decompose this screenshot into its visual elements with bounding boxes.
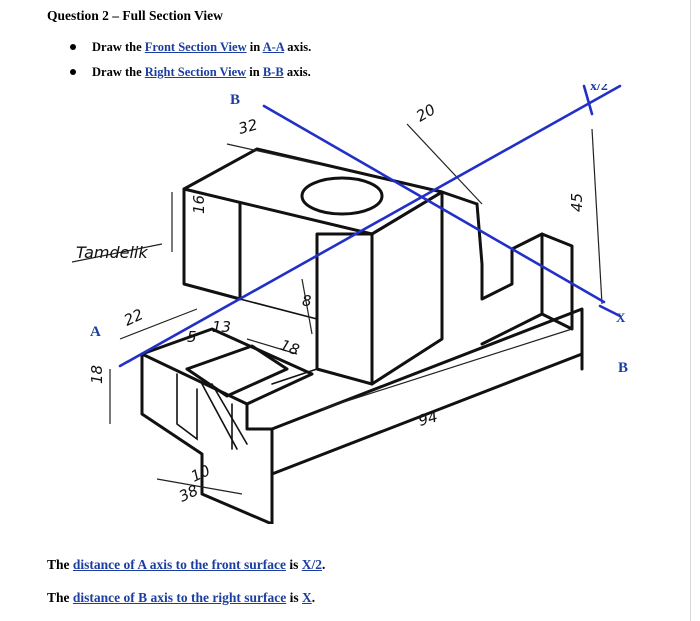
bullet-icon — [70, 69, 76, 75]
dim-22: 22 — [121, 305, 146, 329]
distance-b-link[interactable]: distance of B axis to the right surface — [72, 590, 287, 605]
footer-prefix: The — [47, 590, 73, 605]
axis-b-right-label: B — [618, 360, 628, 376]
footer-prefix: The — [47, 557, 73, 572]
instruction-item: Draw the Right Section View in B-B axis. — [66, 63, 311, 88]
axis-b-top-label: B — [230, 92, 240, 108]
footer-line-b: The distance of B axis to the right surf… — [47, 590, 315, 606]
dim-8: 8 — [302, 292, 312, 310]
dim-38: 38 — [176, 481, 201, 505]
instruction-list: Draw the Front Section View in A-A axis.… — [66, 38, 311, 88]
value-x-half-link[interactable]: X/2 — [301, 557, 323, 572]
axis-b-line — [262, 104, 606, 304]
dim-32: 32 — [236, 116, 259, 138]
axis-a-link[interactable]: A-A — [262, 40, 285, 54]
x-dim-line — [598, 304, 622, 318]
instruction-prefix: Draw the — [92, 40, 145, 54]
x-half-label: x/2 — [590, 84, 608, 94]
question-title: Question 2 – Full Section View — [47, 8, 223, 23]
part-outline — [140, 147, 584, 524]
axis-a-left-label: A — [90, 324, 101, 340]
x-half-dim-line — [582, 84, 594, 116]
dim-45: 45 — [568, 193, 586, 212]
footer-suffix: . — [311, 590, 316, 605]
instruction-middle: in — [246, 65, 263, 79]
instruction-middle: in — [246, 40, 263, 54]
x-label: X — [616, 310, 626, 325]
dim-13: 13 — [212, 318, 231, 336]
footer-middle: is — [286, 557, 302, 572]
instruction-prefix: Draw the — [92, 65, 145, 79]
bullet-icon — [70, 44, 76, 50]
page-edge — [690, 0, 691, 621]
hole-outline — [300, 176, 384, 216]
dim-18-slot: 18 — [278, 336, 302, 359]
dim-18-height: 18 — [88, 365, 106, 384]
axis-a-line — [118, 84, 622, 368]
footer-line-a: The distance of A axis to the front surf… — [47, 557, 325, 573]
dim-94: 94 — [416, 408, 439, 430]
dimension-lines — [72, 123, 603, 495]
section-axes — [118, 84, 622, 368]
instruction-suffix: axis. — [284, 40, 312, 54]
dim-20: 20 — [413, 100, 439, 125]
front-section-view-link[interactable]: Front Section View — [144, 40, 247, 54]
dim-5: 5 — [187, 328, 197, 346]
value-x-link[interactable]: X — [302, 590, 312, 605]
isometric-drawing: 32 20 16 45 8 18 22 5 13 18 10 38 94 Tam… — [72, 84, 628, 524]
distance-a-link[interactable]: distance of A axis to the front surface — [72, 557, 286, 572]
footer-suffix: . — [322, 557, 326, 572]
instruction-suffix: axis. — [283, 65, 311, 79]
note-tamdelik: Tamdelik — [76, 243, 148, 262]
dim-16: 16 — [190, 195, 208, 214]
instruction-item: Draw the Front Section View in A-A axis. — [66, 38, 311, 63]
right-section-view-link[interactable]: Right Section View — [144, 65, 247, 79]
axis-b-link[interactable]: B-B — [262, 65, 284, 79]
footer-middle: is — [286, 590, 303, 605]
